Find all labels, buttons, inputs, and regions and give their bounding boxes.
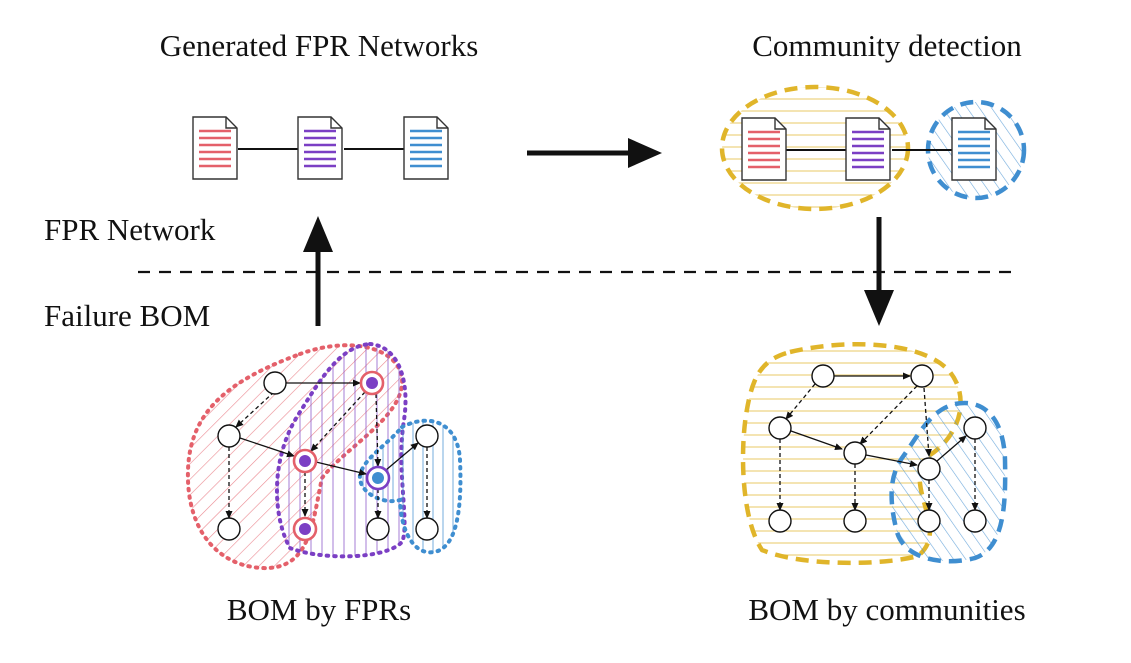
- node-circle: [415, 517, 439, 541]
- bom-edge: [936, 435, 967, 462]
- node-circle: [292, 448, 318, 474]
- node-circle: [811, 364, 835, 388]
- layer-label-failure-bom: Failure BOM: [44, 298, 210, 333]
- bom-edge: [865, 454, 918, 468]
- node-circle: [263, 371, 287, 395]
- node-circle: [843, 509, 867, 533]
- document-icon: [845, 117, 891, 181]
- bom-edge: [790, 430, 843, 450]
- title-community-detection: Community detection: [752, 28, 1022, 63]
- bom-edge: [923, 387, 932, 457]
- bom-edge: [374, 393, 382, 467]
- bom-edge: [385, 442, 419, 471]
- bom-by-fprs: [185, 341, 463, 571]
- bom-edge: [315, 461, 367, 476]
- node-circle: [963, 509, 987, 533]
- arrow-icon: [864, 217, 894, 326]
- community-network-right: [719, 84, 1027, 212]
- node-circle: [359, 370, 385, 396]
- node-circle: [366, 517, 390, 541]
- arrow-icon: [527, 138, 662, 168]
- arrow-icon: [303, 216, 333, 326]
- node-circle: [910, 364, 934, 388]
- node-circle: [917, 509, 941, 533]
- node-circle: [768, 509, 792, 533]
- node-circle: [217, 424, 241, 448]
- bom-by-communities: [740, 342, 1008, 566]
- caption-bom-by-fprs: BOM by FPRs: [227, 592, 411, 627]
- node-circle: [843, 441, 867, 465]
- caption-bom-by-communities: BOM by communities: [748, 592, 1025, 627]
- document-icon: [741, 117, 787, 181]
- node-circle: [917, 457, 941, 481]
- node-circle: [415, 424, 439, 448]
- node-circle: [365, 465, 391, 491]
- node-circle: [292, 516, 318, 542]
- bom-edge: [239, 437, 295, 458]
- title-generated-fpr-networks: Generated FPR Networks: [160, 28, 479, 63]
- layer-label-fpr-network: FPR Network: [44, 212, 216, 247]
- node-circle: [768, 416, 792, 440]
- document-icon: [297, 116, 343, 180]
- bom-edge: [310, 391, 366, 452]
- node-circle: [217, 517, 241, 541]
- fpr-network-left: [192, 116, 449, 180]
- fpr-purple-region: [274, 341, 408, 559]
- document-icon: [951, 117, 997, 181]
- document-icon: [403, 116, 449, 180]
- node-circle: [963, 416, 987, 440]
- bom-edge: [785, 383, 816, 420]
- document-icon: [192, 116, 238, 180]
- bom-edge: [235, 391, 275, 428]
